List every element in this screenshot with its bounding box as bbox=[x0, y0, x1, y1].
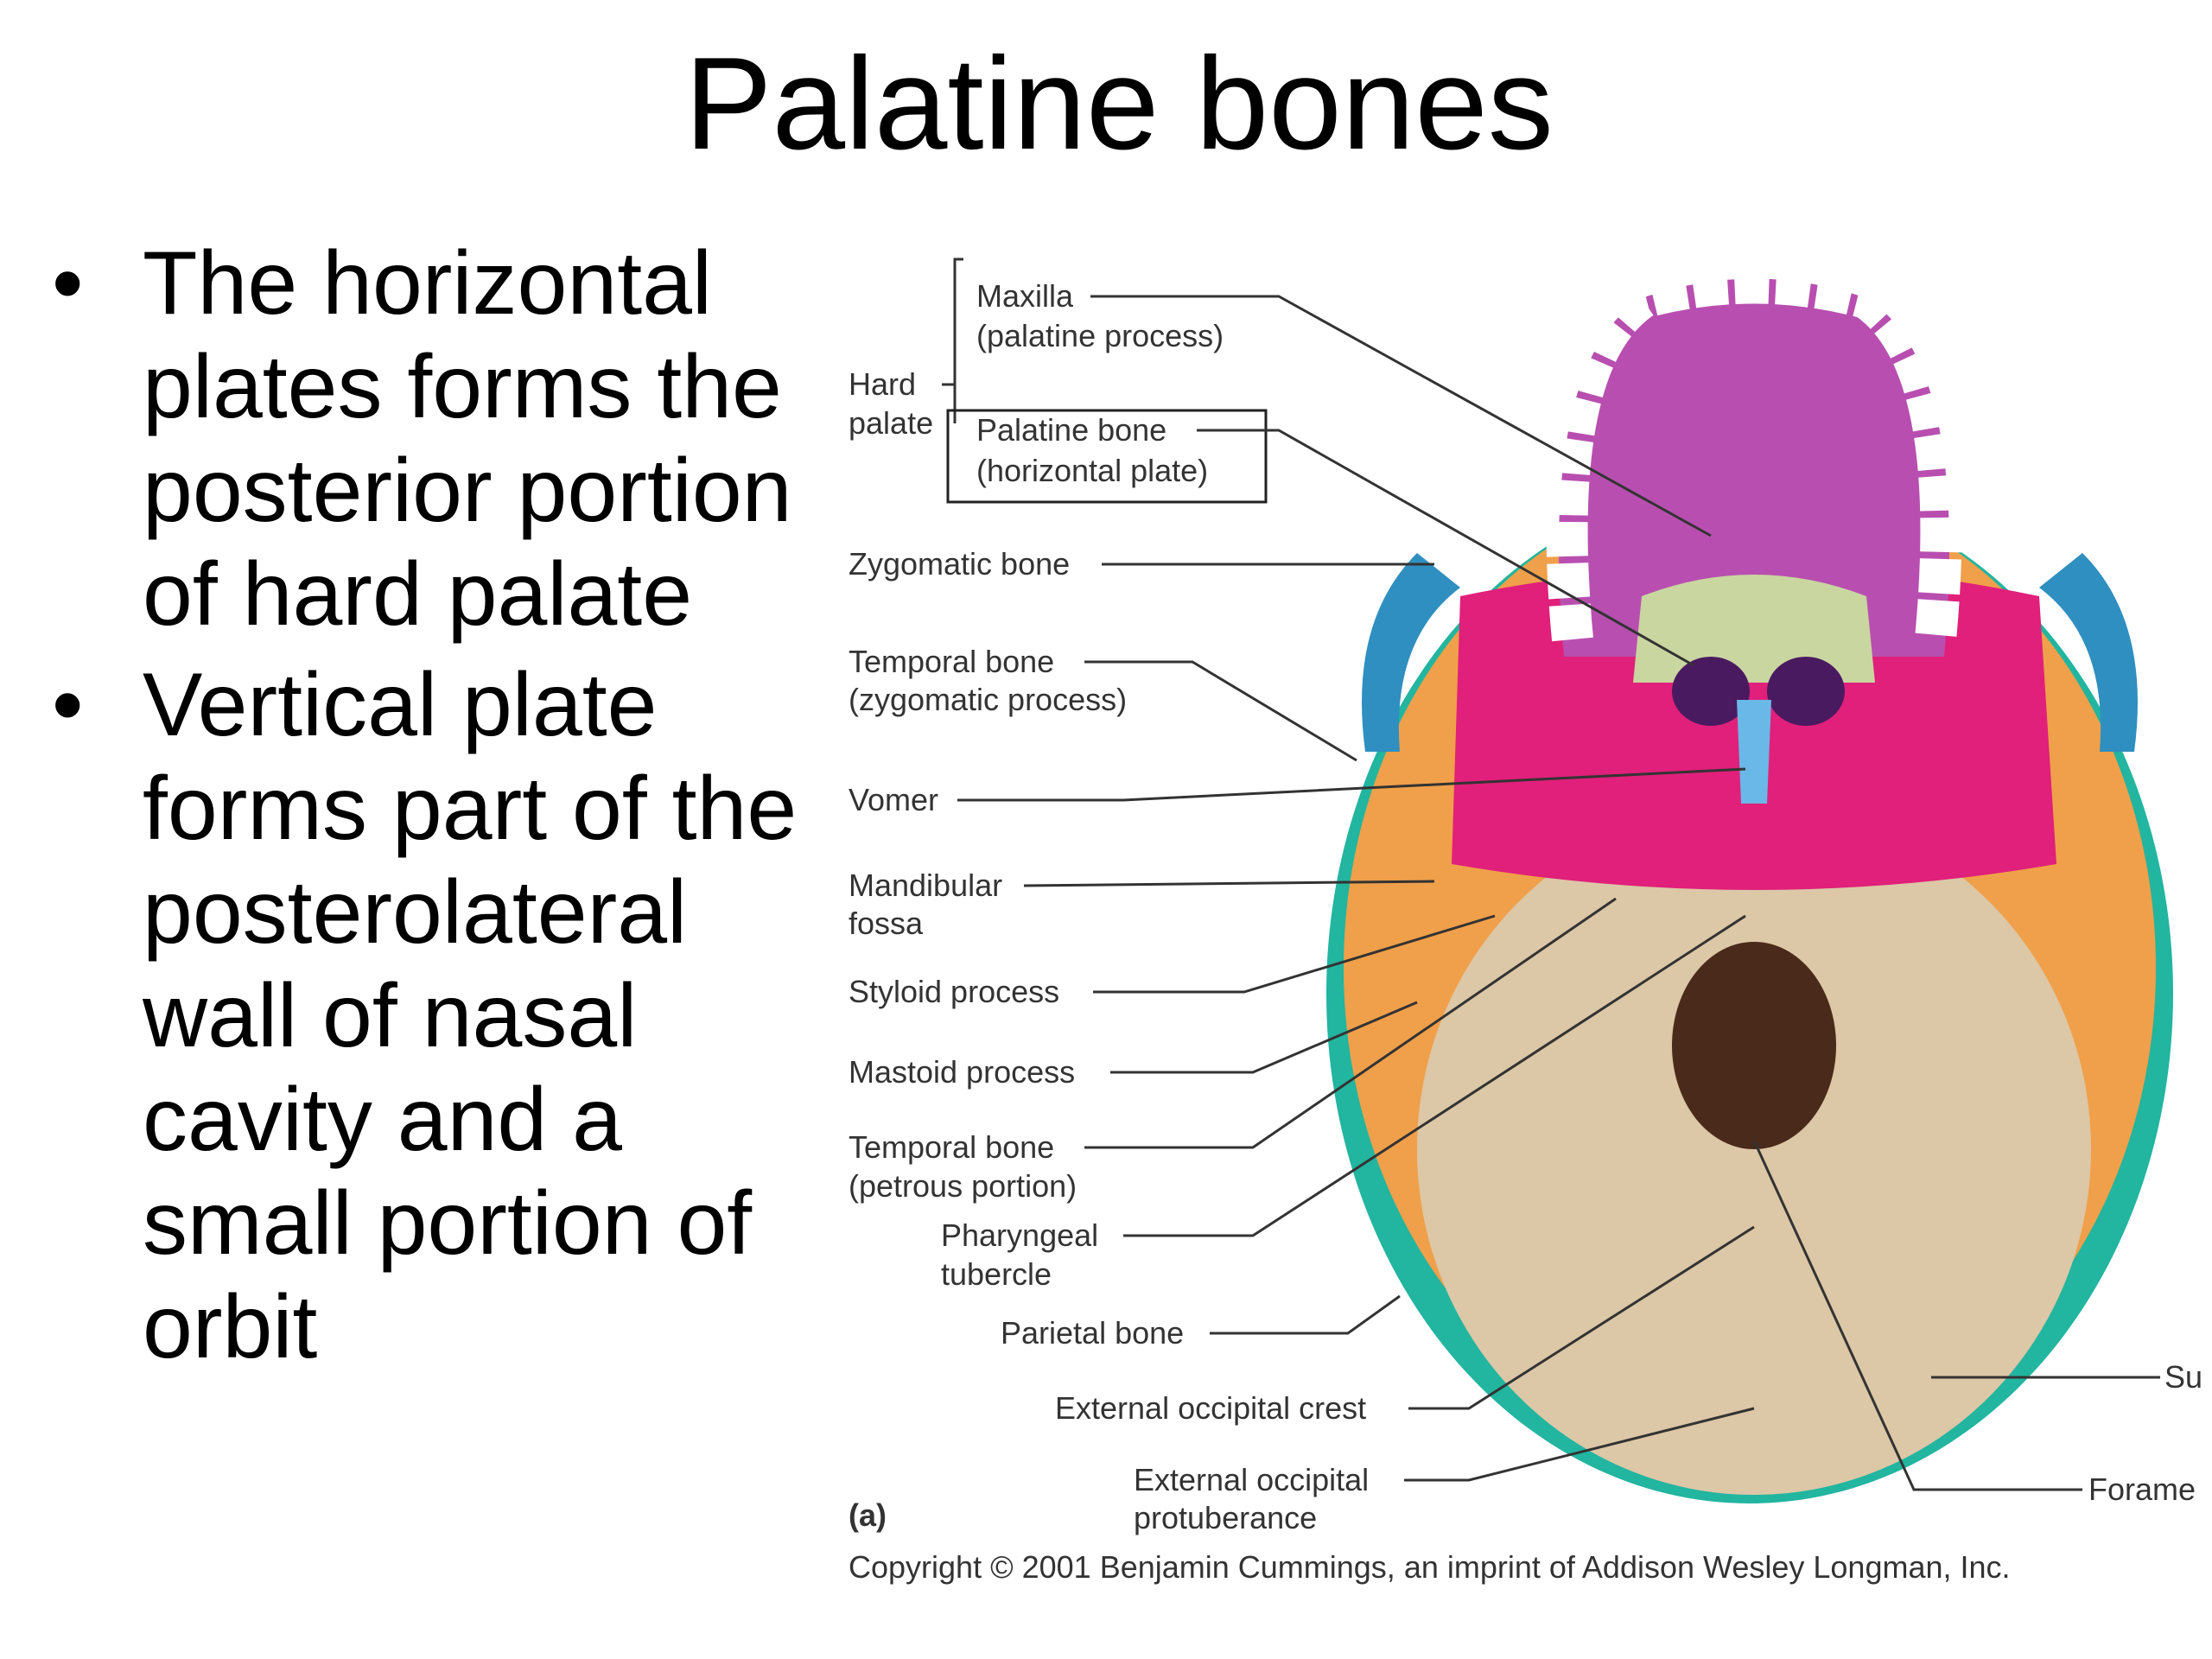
label-mandibular: Mandibular bbox=[849, 868, 1002, 903]
label-maxilla: Maxilla bbox=[976, 278, 1074, 314]
highlight-box bbox=[946, 409, 1268, 504]
label-ext-occ-prot-2: protuberance bbox=[1134, 1500, 1317, 1535]
maxilla bbox=[1559, 278, 1949, 657]
leader-lines bbox=[942, 257, 2160, 1491]
teeth-arch bbox=[1546, 262, 1962, 642]
label-palatine-bone: Palatine bone bbox=[976, 412, 1166, 448]
bullet-item: • Vertical plate forms part of the poster… bbox=[52, 653, 812, 1379]
label-vomer: Vomer bbox=[849, 782, 938, 817]
bullet-marker: • bbox=[52, 233, 84, 334]
zygomatic-arch-right bbox=[2039, 553, 2138, 752]
label-palate: palate bbox=[849, 405, 933, 441]
label-mastoid: Mastoid process bbox=[849, 1054, 1075, 1090]
label-maxilla-sub: (palatine process) bbox=[976, 318, 1224, 353]
label-styloid: Styloid process bbox=[849, 974, 1059, 1009]
label-fossa: fossa bbox=[849, 906, 924, 941]
zygomatic-arch-left bbox=[1362, 553, 1460, 752]
label-foramen-cut: Forame bbox=[2088, 1471, 2196, 1507]
choana-right bbox=[1767, 657, 1845, 726]
label-su-cut: Su bbox=[2164, 1359, 2202, 1395]
palatine-horizontal-plate bbox=[1633, 575, 1875, 683]
panel-letter: (a) bbox=[849, 1497, 887, 1533]
bullet-marker: • bbox=[52, 655, 84, 755]
label-zygomatic-bone: Zygomatic bone bbox=[849, 546, 1070, 582]
vomer bbox=[1737, 700, 1771, 804]
label-temporal-bone-1: Temporal bone bbox=[849, 644, 1054, 679]
label-temporal-bone-2: Temporal bone bbox=[849, 1129, 1054, 1165]
label-pharyngeal: Pharyngeal bbox=[941, 1217, 1098, 1253]
label-tubercle: tubercle bbox=[941, 1256, 1052, 1292]
bullet-item: • The horizontal plates forms the posteri… bbox=[52, 232, 812, 646]
choana-left bbox=[1672, 657, 1750, 726]
copyright: Copyright © 2001 Benjamin Cummings, an i… bbox=[849, 1549, 2011, 1585]
label-temporal-bone-2-sub: (petrous portion) bbox=[849, 1168, 1077, 1204]
label-parietal: Parietal bone bbox=[1001, 1315, 1184, 1351]
label-ext-occ-prot: External occipital bbox=[1134, 1462, 1369, 1497]
figure-labels: Maxilla (palatine process) Hard palate P… bbox=[849, 278, 2202, 1585]
bullet-text: The horizontal plates forms the posterio… bbox=[143, 233, 792, 645]
label-palatine-bone-sub: (horizontal plate) bbox=[976, 453, 1208, 488]
bullet-list: • The horizontal plates forms the posteri… bbox=[52, 232, 812, 1386]
label-temporal-bone-1-sub: (zygomatic process) bbox=[849, 682, 1127, 717]
label-ext-occ-crest: External occipital crest bbox=[1055, 1390, 1366, 1426]
slide-title: Palatine bones bbox=[684, 30, 1554, 177]
label-hard: Hard bbox=[849, 366, 916, 402]
bullet-text: Vertical plate forms part of the postero… bbox=[143, 655, 798, 1377]
foramen-magnum bbox=[1672, 942, 1836, 1149]
skull-illustration bbox=[1326, 262, 2173, 1503]
